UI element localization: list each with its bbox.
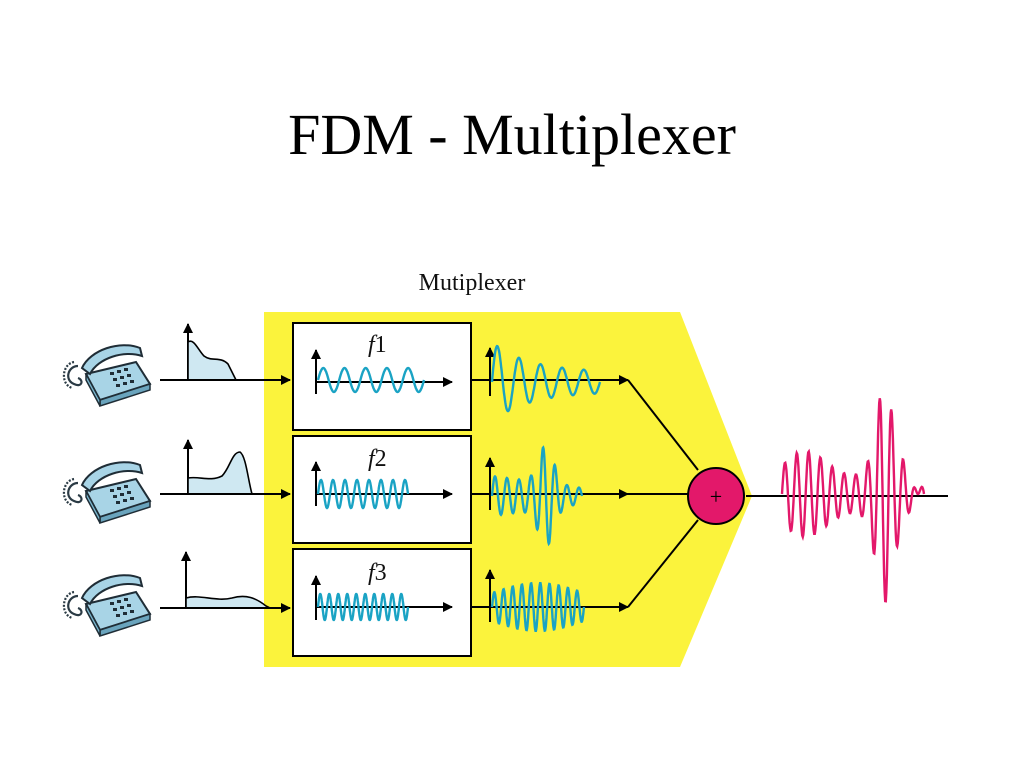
- multiplexer-label: Mutiplexer: [419, 270, 526, 296]
- carrier-index: 2: [375, 446, 387, 472]
- carrier-letter: f: [368, 332, 378, 358]
- modulated-wave-1: [490, 344, 602, 413]
- adder-icon: +: [687, 467, 745, 525]
- channel-row-2: [62, 439, 291, 525]
- carrier-letter: f: [368, 560, 378, 586]
- carrier-letter: f: [368, 446, 378, 472]
- svg-text:f3: f3: [368, 560, 387, 586]
- spectrum-icon: [183, 323, 238, 381]
- spectrum-icon: [181, 551, 271, 609]
- carrier-index: 1: [375, 332, 387, 358]
- svg-text:f1: f1: [368, 332, 387, 358]
- carrier-wave-2: [316, 478, 410, 510]
- modulated-wave-2: [490, 445, 584, 547]
- telephone-icon: [62, 574, 152, 638]
- carrier-wave-3: [316, 592, 410, 622]
- modulated-wave-3: [490, 581, 586, 633]
- telephone-icon: [62, 461, 152, 525]
- adder-symbol: +: [710, 484, 722, 509]
- channel-row-3: [62, 551, 291, 638]
- channel-row-1: [62, 323, 291, 408]
- carrier-index: 3: [375, 560, 387, 586]
- spectrum-icon: [183, 439, 254, 495]
- svg-text:f2: f2: [368, 446, 387, 472]
- carrier-wave-1: [316, 366, 426, 394]
- multiplexed-output-wave: [780, 398, 926, 603]
- telephone-icon: [62, 344, 152, 408]
- slide-title: FDM - Multiplexer: [288, 102, 736, 167]
